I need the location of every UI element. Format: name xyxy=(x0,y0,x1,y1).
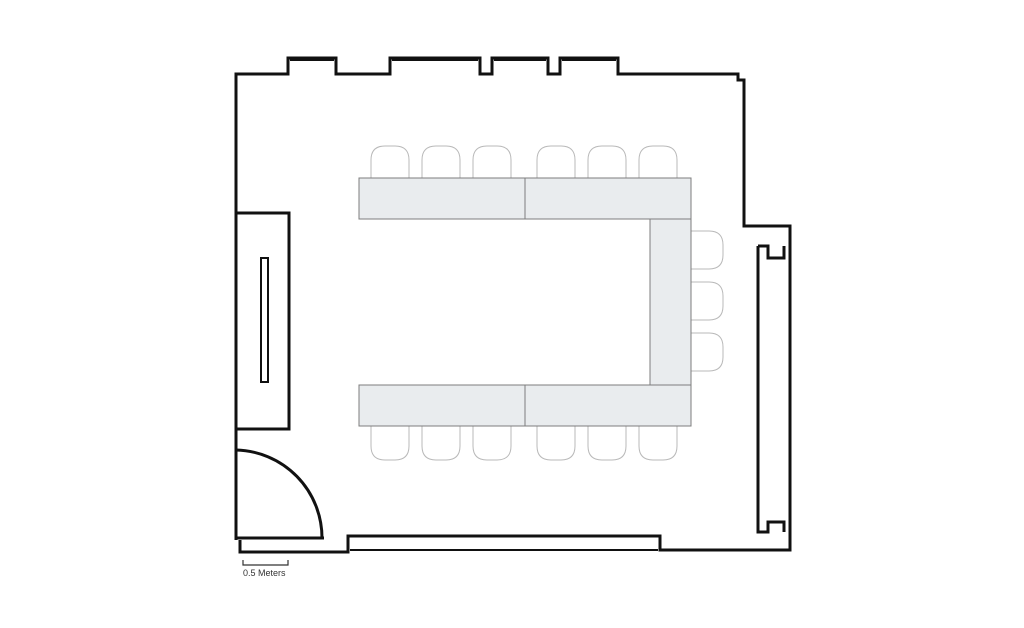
credenza-body xyxy=(234,211,291,431)
chair-right xyxy=(691,332,724,372)
chairs xyxy=(370,145,724,461)
right-panel-inner xyxy=(756,246,786,534)
scale-bar-label: 0.5 Meters xyxy=(243,568,286,578)
chair-top xyxy=(587,145,627,180)
door-swing-arc xyxy=(235,448,324,539)
chair-top xyxy=(536,145,576,180)
chair-bottom xyxy=(370,426,410,461)
table-top-left xyxy=(358,177,526,220)
scale-bar: 0.5 Meters xyxy=(242,560,289,578)
table-bottom-left xyxy=(358,384,526,427)
right-wall-panel xyxy=(756,244,786,534)
credenza xyxy=(234,211,291,431)
chair-top xyxy=(421,145,461,180)
u-shape-tables xyxy=(358,177,692,427)
chair-right xyxy=(691,230,724,270)
door xyxy=(235,448,324,540)
table-bottom-right xyxy=(524,384,692,427)
table-right xyxy=(649,218,692,386)
chair-bottom xyxy=(472,426,512,461)
chair-right xyxy=(691,281,724,321)
chair-top xyxy=(472,145,512,180)
chair-top xyxy=(370,145,410,180)
credenza-slot xyxy=(260,257,269,383)
outer-wall xyxy=(234,56,792,554)
chair-bottom xyxy=(587,426,627,461)
chair-bottom xyxy=(536,426,576,461)
chair-bottom xyxy=(421,426,461,461)
table-top-right xyxy=(524,177,692,220)
scale-bar-line xyxy=(242,560,289,566)
chair-bottom xyxy=(638,426,678,461)
room-walls xyxy=(234,56,792,554)
chair-top xyxy=(638,145,678,180)
right-panel-top xyxy=(758,244,786,260)
